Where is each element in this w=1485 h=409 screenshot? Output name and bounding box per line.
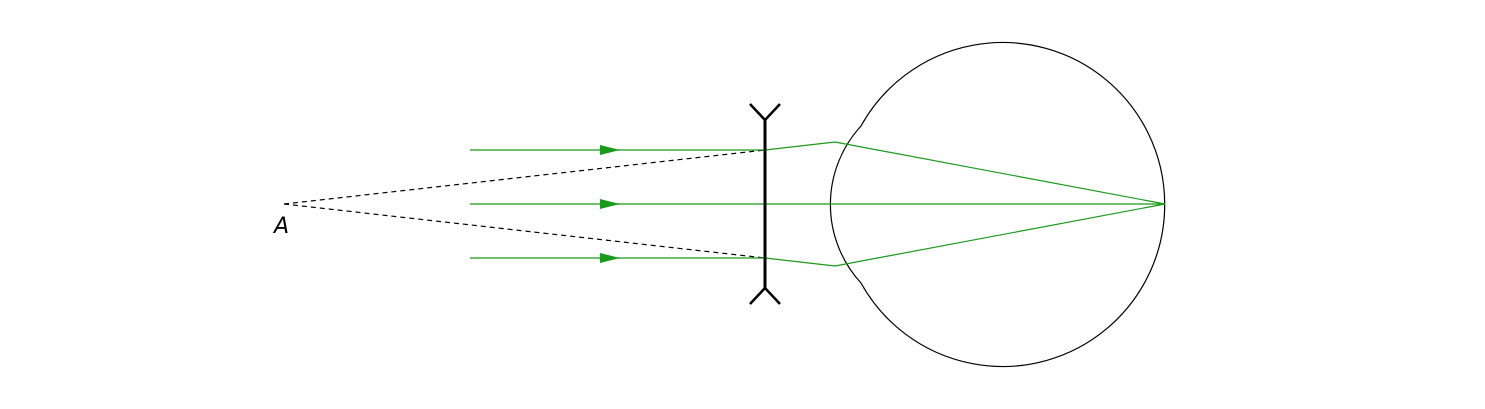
refracted-ray-upper	[834, 141, 1166, 205]
concave-lens	[749, 103, 781, 305]
diverged-ray-upper	[764, 141, 836, 151]
virtual-extension-upper	[283, 149, 766, 205]
diverged-ray-lower	[764, 257, 836, 267]
refracted-ray-lower	[834, 203, 1166, 267]
eyeball-outline	[829, 41, 1166, 368]
virtual-extension-lower	[283, 203, 766, 259]
point-a-label: A	[272, 214, 289, 239]
